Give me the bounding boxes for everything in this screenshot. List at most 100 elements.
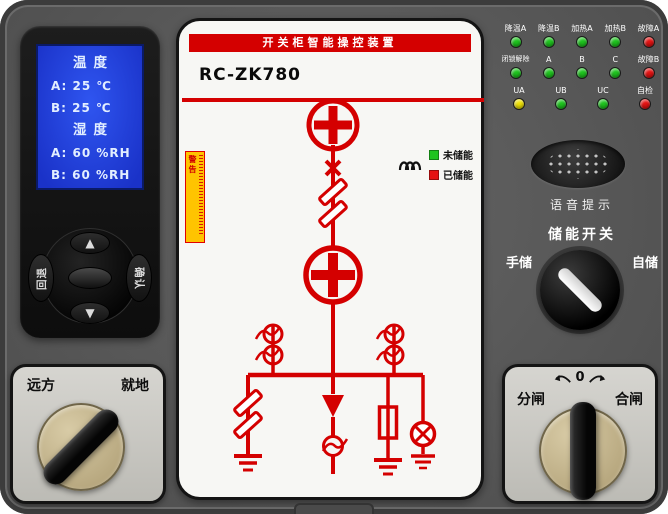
charge-status-legend: 未储能 已储能 [397,147,473,182]
green-swatch [429,149,439,160]
led-light [597,98,609,110]
energy-switch-title: 储能开关 [548,227,616,243]
rotate-right-arrow-icon [588,374,605,383]
energy-switch-knob[interactable] [540,250,620,330]
ground-icon [411,454,435,470]
led-uc: UC [584,86,622,110]
close-label: 合闸 [615,392,643,408]
bottom-notch [294,503,374,514]
spring-icon [398,160,422,170]
led-light [576,36,588,48]
led-light [542,67,555,79]
breaker-upper-symbol [306,98,360,152]
led-light [609,36,622,48]
led-fault-b: 故障B [633,55,664,79]
led-label: UC [597,86,609,95]
knob-indicator-stripe [555,265,605,315]
lcd-screen: 温度 A: 25 ℃ B: 25 ℃ 湿度 A: 60 %RH B: 60 %R… [36,44,144,190]
led-ub: UB [542,86,580,110]
led-light [509,67,522,79]
led-interlock-release: 闭锁解除 [500,55,531,79]
x-mark-symbol [324,159,342,177]
led-light [542,36,555,48]
warning-label-fineprint [199,155,203,235]
mimic-panel: 开关柜智能操控装置 RC-ZK780 [176,18,484,500]
lcd-module: 温度 A: 25 ℃ B: 25 ℃ 湿度 A: 60 %RH B: 60 %R… [20,26,160,338]
panel-title-bar: 开关柜智能操控装置 [189,34,471,52]
single-line-diagram [182,98,484,476]
warning-label-title: 警告 [188,155,197,175]
lamp-branch [409,375,437,470]
legend-charged-label: 已储能 [443,171,473,182]
led-label: 闭锁解除 [501,55,530,63]
led-label: 故障B [637,55,660,64]
lcd-temp-header: 温度 [73,55,114,71]
led-label: 加热B [604,24,627,33]
led-label: UA [513,86,525,95]
lcd-humidity-a: A: 60 %RH [51,146,131,160]
led-light [639,98,651,110]
led-phase-c: C [600,55,631,79]
manual-store-label: 手储 [505,256,532,271]
remote-local-switch-panel: 远方 就地 [10,364,166,504]
fuse-branch [374,375,402,476]
nav-down-button[interactable]: ▼ [70,302,110,324]
led-heater-a: 加热A [567,24,598,48]
led-phase-a: A [533,55,564,79]
led-label: 故障A [637,24,660,33]
led-light [576,67,588,79]
led-fault-a: 故障A [633,24,664,48]
nav-back-label: 回退 [35,266,48,290]
local-label: 就地 [121,378,149,394]
zero-label: 0 [575,370,585,385]
down-arrow-icon: ▼ [85,306,95,320]
up-arrow-icon: ▲ [85,236,95,250]
red-swatch [429,169,439,180]
ground-icon [234,454,262,472]
open-close-switch-knob[interactable] [570,402,596,500]
zero-position-indicator: 0 [505,370,655,385]
nav-back-button[interactable]: 回退 [28,254,54,302]
led-label: 加热A [571,24,593,33]
nav-center-button[interactable] [68,267,112,289]
drawout-symbol [318,177,348,229]
led-ua: UA [500,86,538,110]
led-cooling-a: 降温A [500,24,531,48]
feeder-branch [321,375,349,474]
rotate-left-arrow-icon [555,374,572,383]
led-light [609,67,622,79]
lcd-humidity-header: 湿度 [73,122,114,138]
auto-store-label: 自储 [631,256,658,271]
nav-confirm-label: 确认 [132,266,145,290]
fuse-icon [377,405,399,440]
model-label: RC-ZK780 [199,65,301,85]
led-label: UB [555,86,567,95]
led-light [642,67,655,79]
nav-confirm-button[interactable]: 确认 [126,254,152,302]
warning-label: 警告 [185,151,205,243]
led-heater-b: 加热B [600,24,631,48]
led-label: 降温A [504,24,527,33]
lcd-humidity-b: B: 60 %RH [51,168,131,182]
led-label: A [546,55,552,64]
led-label: B [579,55,585,64]
led-cooling-b: 降温B [533,24,564,48]
ground-icon [374,458,402,476]
led-phase-b: B [567,55,598,79]
led-label: C [612,55,619,64]
nav-up-button[interactable]: ▲ [70,232,110,254]
speaker-grille [531,140,625,188]
speaker-holes [547,149,609,179]
open-close-switch-panel: 0 分闸 合闸 [502,364,658,504]
lcd-temp-a: A: 25 ℃ [51,79,112,93]
led-light [509,36,522,48]
legend-not-charged-label: 未储能 [443,151,473,162]
arrow-down-icon [322,395,344,417]
open-label: 分闸 [517,392,545,408]
ct-left-symbols [254,323,284,375]
led-label: 降温B [538,24,560,33]
lcd-temp-b: B: 25 ℃ [51,101,112,115]
led-selfcheck: 自检 [626,86,664,110]
earthing-switch-branch [233,375,263,472]
